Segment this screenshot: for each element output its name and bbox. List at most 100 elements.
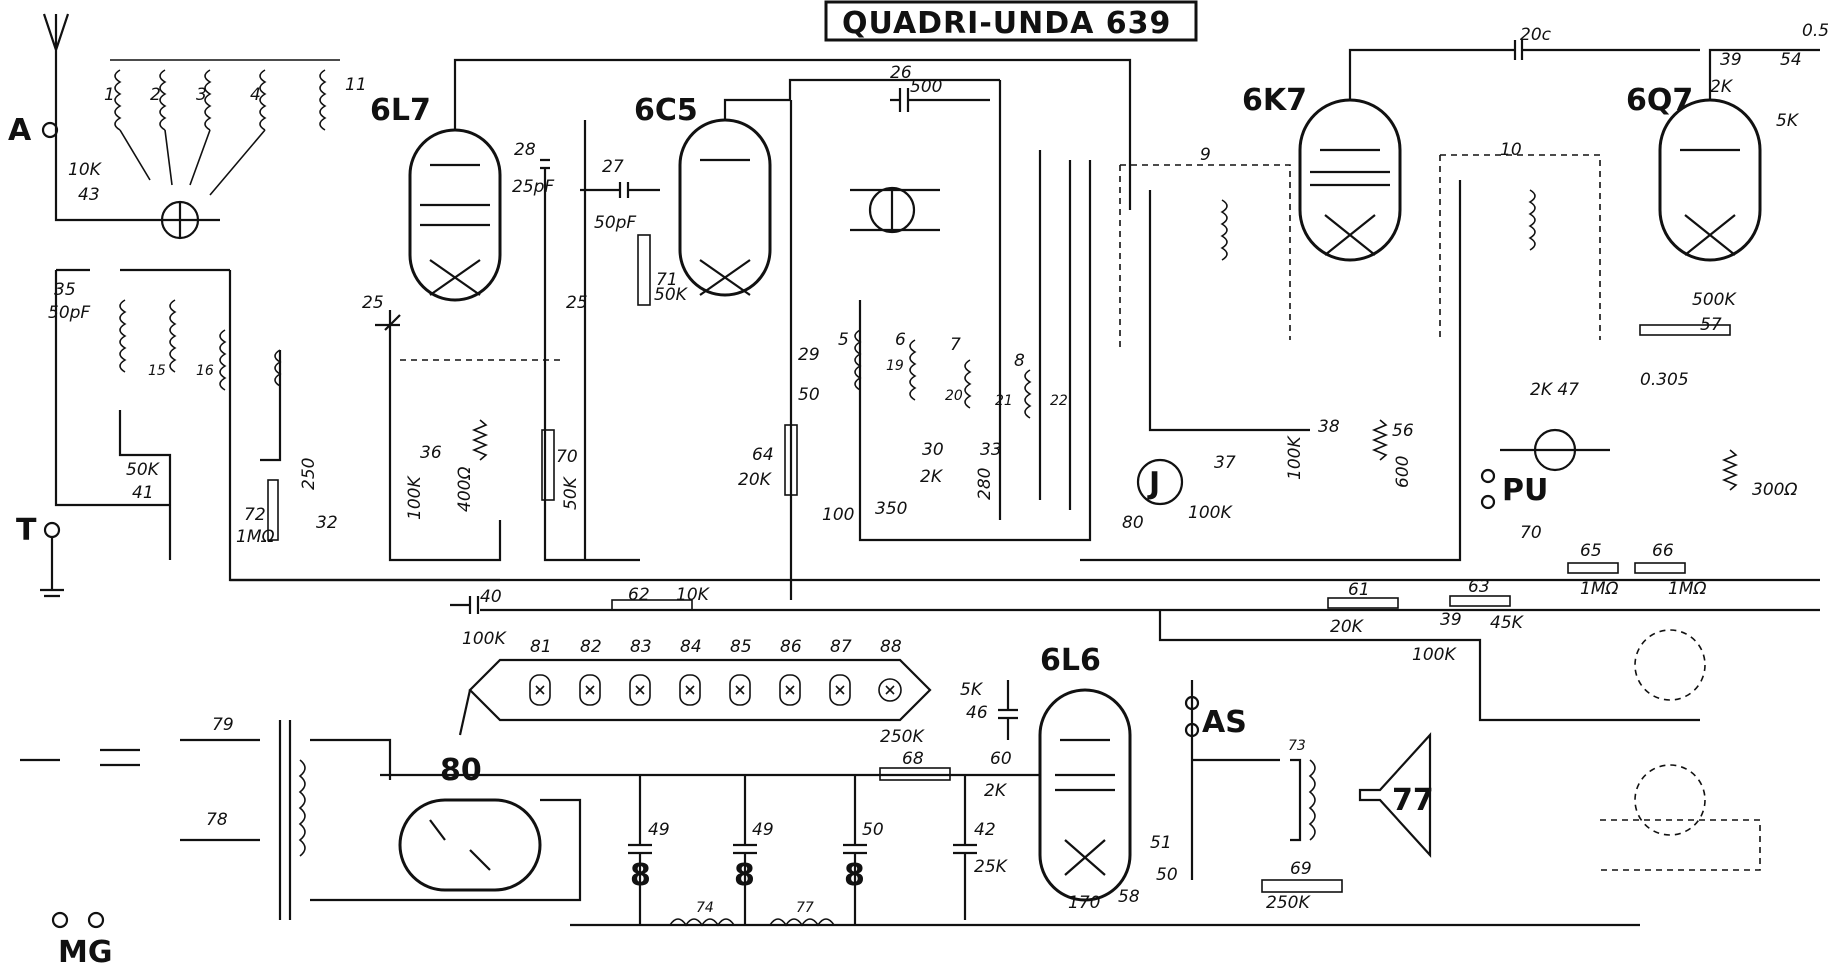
r63-resistor — [1449, 595, 1511, 607]
r56-label: 56 — [1392, 421, 1414, 441]
r56-value: 600 — [1393, 456, 1413, 488]
speaker-terminal-label: AS — [1202, 705, 1247, 740]
dial-lamp-82-label: 82 — [580, 637, 602, 657]
r65-label: 65 — [1580, 541, 1602, 561]
t78-label: 78 — [206, 810, 228, 830]
antenna-coils — [110, 59, 340, 196]
r61-resistor — [1327, 597, 1399, 609]
c20c-value: 20c — [1520, 25, 1552, 45]
c46-cap — [998, 680, 1018, 740]
c36-label: 36 — [420, 443, 442, 463]
dial-lamp-86-label: 86 — [780, 637, 802, 657]
c39-label: 39 — [1440, 610, 1462, 630]
r66-label: 66 — [1652, 541, 1674, 561]
speaker-number: 77 — [1392, 783, 1434, 818]
ground-terminal[interactable] — [43, 521, 61, 539]
wire-if2 — [1080, 180, 1462, 562]
r62-value: 10K — [676, 585, 711, 605]
dial-lamp-label: J — [1147, 466, 1160, 501]
antenna-terminal[interactable] — [41, 121, 59, 139]
tube-6Q7 — [1658, 48, 1820, 262]
c26-cap — [890, 88, 990, 112]
dial-lamp-87-label: 87 — [830, 637, 852, 657]
dial-lamp-88 — [878, 678, 902, 702]
c27-value: 50pF — [594, 213, 636, 233]
tube-6L7-label: 6L7 — [370, 93, 431, 128]
c43-value: 10K — [68, 160, 103, 180]
dial-lamp-87 — [829, 674, 851, 706]
title-block: QUADRI-UNDA 639 — [824, 0, 1198, 42]
r100k-value: 100K — [1412, 645, 1457, 665]
r39-label: 39 — [1720, 50, 1742, 70]
dial-lamp-85-filament — [735, 685, 745, 695]
if2-coil — [1528, 189, 1536, 251]
dial-lamp-strip — [458, 658, 932, 736]
r71-label: 71 — [656, 270, 678, 290]
r61-label: 61 — [1348, 580, 1370, 600]
coil-7-label: 7 — [950, 335, 961, 355]
tube-80 — [398, 798, 542, 892]
tube-6L6 — [1038, 688, 1132, 902]
c32-label: 32 — [316, 513, 338, 533]
c05-value: 0.5 — [1802, 21, 1828, 41]
c49b-value: 8 — [734, 858, 755, 893]
c49a-value: 8 — [630, 858, 651, 893]
tube-6K7 — [1298, 48, 1510, 262]
band-switch-2[interactable] — [850, 186, 940, 234]
t73-label: 73 — [1288, 738, 1306, 754]
r58-label: 58 — [1118, 887, 1140, 907]
r70-label: 70 — [556, 447, 578, 467]
c30-label: 30 — [922, 440, 944, 460]
r70-value: 50K — [561, 475, 581, 510]
if-transformer-1-label: 9 — [1200, 145, 1211, 165]
c35-label: 35 — [54, 280, 76, 300]
pickup-terminal-1[interactable] — [1480, 468, 1496, 484]
dial-lamp-86-filament — [785, 685, 795, 695]
c33-value: 280 — [975, 468, 995, 500]
r65-value: 1MΩ — [1580, 579, 1618, 599]
c38-label: 38 — [1318, 417, 1340, 437]
r39-value: 2K — [1710, 77, 1734, 97]
if-transformer-2-box — [1439, 154, 1601, 340]
r66-value: 1MΩ — [1668, 579, 1706, 599]
coil-4-label: 4 — [250, 85, 261, 105]
c40-label: 40 — [480, 587, 502, 607]
r72-label: 72 — [244, 505, 266, 525]
r58-value: 170 — [1068, 893, 1100, 913]
band-switch-1[interactable] — [130, 200, 220, 240]
tone-switch[interactable] — [1500, 428, 1610, 472]
r69-resistor — [1261, 879, 1343, 893]
c29-value: 50 — [798, 385, 820, 405]
r69-label: 69 — [1290, 859, 1312, 879]
c28-value: 25pF — [512, 177, 554, 197]
mains-terminal-2[interactable] — [87, 911, 105, 929]
c50-value: 8 — [844, 858, 865, 893]
c15-label: 15 — [148, 363, 166, 379]
ground-symbol — [40, 537, 64, 598]
c26-label: 26 — [890, 63, 912, 83]
r400-resistor — [471, 419, 489, 461]
c29-label: 29 — [798, 345, 820, 365]
dial-lamp-82 — [579, 674, 601, 706]
r300-value: 300Ω — [1752, 480, 1797, 500]
dial-lamp-84-label: 84 — [680, 637, 702, 657]
band-switch-3[interactable] — [1634, 629, 1706, 836]
c27-cap — [580, 182, 660, 198]
pickup-terminal-2[interactable] — [1480, 494, 1496, 510]
c20c-cap — [1510, 40, 1700, 60]
coil-6-label: 6 — [895, 330, 906, 350]
dial-lamp-83 — [629, 674, 651, 706]
c25b-label: 25 — [566, 293, 588, 313]
rf-coil-bank — [854, 80, 1092, 542]
c36-value: 100K — [405, 475, 425, 520]
r65-resistor — [1567, 562, 1619, 574]
dial-lamp-88-label: 88 — [880, 637, 902, 657]
if-transformer-2-label: 10 — [1500, 140, 1522, 160]
r64-value: 20K — [738, 470, 773, 490]
dial-lamp-84-filament — [685, 685, 695, 695]
r63-label: 63 — [1468, 577, 1490, 597]
dial-lamp-81-filament — [535, 685, 545, 695]
mains-terminal-1[interactable] — [51, 911, 69, 929]
coil-11-label: 11 — [345, 75, 367, 95]
c40-value: 100K — [462, 629, 507, 649]
